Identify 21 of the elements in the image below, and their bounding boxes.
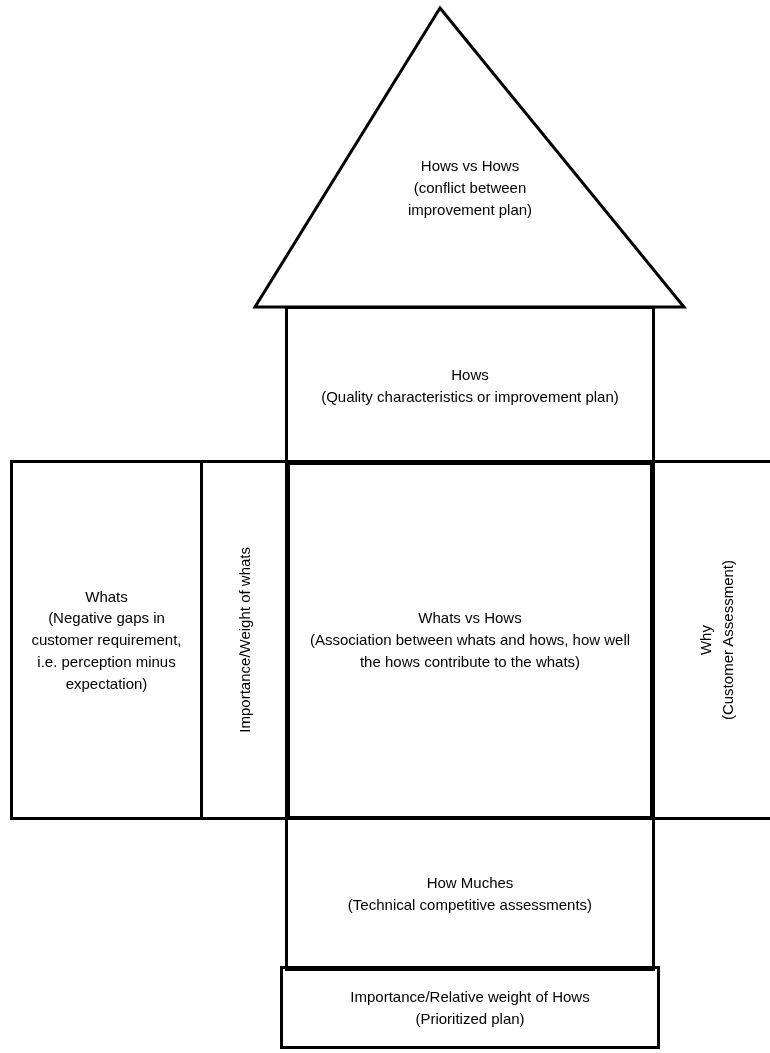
section-title: How Muches bbox=[426, 872, 514, 893]
section-label: Importance/Weight of whats bbox=[235, 547, 255, 733]
weight-panel bbox=[200, 460, 290, 820]
section-description: (conflict between improvement plan) bbox=[406, 177, 534, 220]
priority-panel bbox=[280, 966, 660, 1049]
section-description: (Technical competitive assessments) bbox=[347, 894, 593, 915]
section-description: (Negative gaps in customer requirement, i.e. perception minus expectation) bbox=[30, 608, 183, 694]
assessment-panel bbox=[650, 460, 770, 820]
whats-panel bbox=[10, 460, 203, 820]
section-title: Hows vs Hows bbox=[420, 156, 520, 176]
section-label: Importance/Relative weight of Hows (Prioritized plan) bbox=[349, 986, 591, 1029]
section-title: Whats bbox=[85, 586, 128, 607]
section-title: Hows bbox=[451, 364, 489, 385]
matrix-panel bbox=[285, 460, 655, 820]
section-title: Why bbox=[695, 624, 715, 657]
section-title: Whats vs Hows bbox=[418, 608, 522, 629]
section-description: (Association between whats and hows, how well the hows contribute to the whats) bbox=[308, 630, 632, 672]
section-description: (Quality characteristics or improvement plan) bbox=[321, 386, 619, 407]
how-muches-panel bbox=[285, 816, 655, 971]
hows-panel bbox=[285, 306, 655, 465]
section-description: (Customer Assessment) bbox=[717, 559, 737, 720]
